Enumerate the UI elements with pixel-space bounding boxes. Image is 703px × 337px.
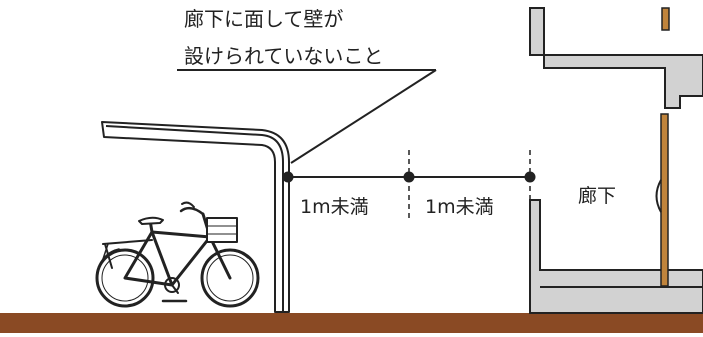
callout-leader-line: [290, 69, 437, 164]
bicycle-icon: [95, 201, 260, 308]
upper-door: [661, 7, 670, 31]
dimension-point-end: [524, 171, 536, 183]
lower-wall-slab: [529, 199, 703, 314]
door-handle-icon: [655, 179, 662, 213]
distance-label-2: 1m未満: [425, 196, 494, 218]
lower-door: [660, 113, 669, 287]
callout-text-line-2: 設けられていないこと: [184, 44, 384, 68]
bike-shelter-roof: [101, 121, 290, 313]
distance-label-1: 1m未満: [300, 196, 369, 218]
callout-text-line-1: 廊下に面して壁が: [184, 7, 344, 31]
upper-wall-slab: [529, 7, 703, 109]
corridor-label: 廊下: [578, 185, 617, 207]
building-structure: [529, 7, 703, 314]
dimension-point-mid: [403, 171, 415, 183]
ground-floor: [0, 313, 703, 333]
dimension-point-start: [282, 171, 294, 183]
